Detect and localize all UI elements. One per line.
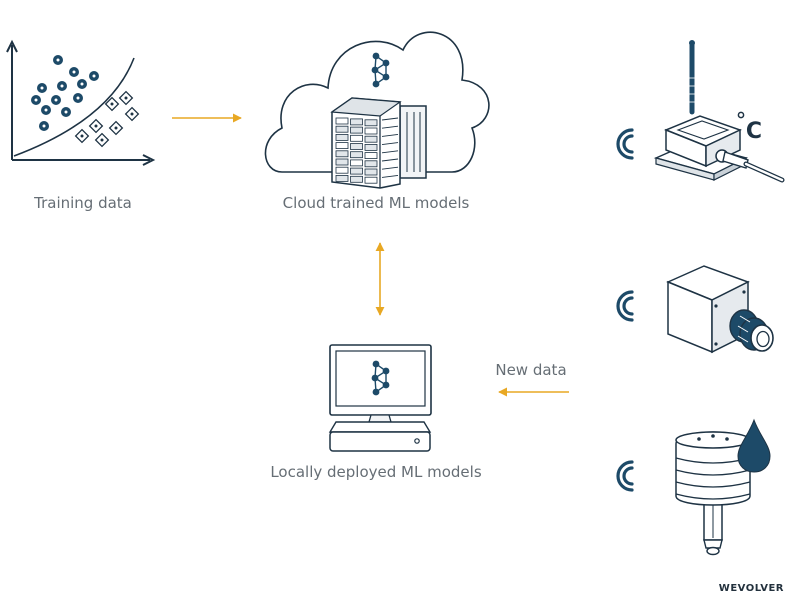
scatter-point — [89, 71, 99, 81]
wireless-signal-icon — [616, 128, 634, 160]
scatter-point — [51, 95, 61, 105]
scatter-point — [118, 90, 134, 106]
scatter-point — [57, 81, 67, 91]
scatter-point — [73, 93, 83, 103]
scatter-point — [39, 121, 49, 131]
celsius-letter: C — [746, 119, 762, 144]
desktop-computer-icon — [328, 344, 432, 452]
scatter-point — [69, 67, 79, 77]
server-side-lines — [381, 117, 399, 178]
water-drop-icon — [737, 418, 771, 473]
scatter-point — [124, 106, 140, 122]
temperature-sensor-icon — [653, 40, 785, 183]
cloud-models-label: Cloud trained ML models — [283, 194, 470, 212]
industrial-camera-icon — [666, 265, 774, 354]
scatter-point — [94, 132, 110, 148]
scatter-point — [108, 120, 124, 136]
scatter-point — [41, 105, 51, 115]
cloud-server-icon — [264, 31, 490, 189]
scatter-plot-icon — [6, 39, 156, 166]
wireless-signal-icon — [616, 290, 634, 322]
wireless-signal-icon — [616, 460, 634, 492]
server-racks — [335, 117, 378, 184]
new-data-label: New data — [495, 361, 566, 379]
scatter-point — [88, 118, 104, 134]
scatter-point — [53, 55, 63, 65]
scatter-point — [77, 79, 87, 89]
scatter-point — [74, 128, 90, 144]
humidity-sensor-icon — [675, 431, 751, 556]
training-data-label: Training data — [33, 194, 132, 212]
local-models-label: Locally deployed ML models — [270, 463, 481, 481]
neural-network-icon — [371, 52, 390, 88]
scatter-point — [37, 83, 47, 93]
scatter-class-b — [74, 90, 140, 148]
scatter-class-a — [31, 55, 99, 131]
scatter-point — [31, 95, 41, 105]
antenna-rings — [688, 77, 696, 103]
wevolver-logo: WEVOLVER — [719, 583, 784, 594]
scatter-point — [61, 107, 71, 117]
scatter-point — [104, 96, 120, 112]
neural-network-icon-local — [371, 360, 390, 396]
